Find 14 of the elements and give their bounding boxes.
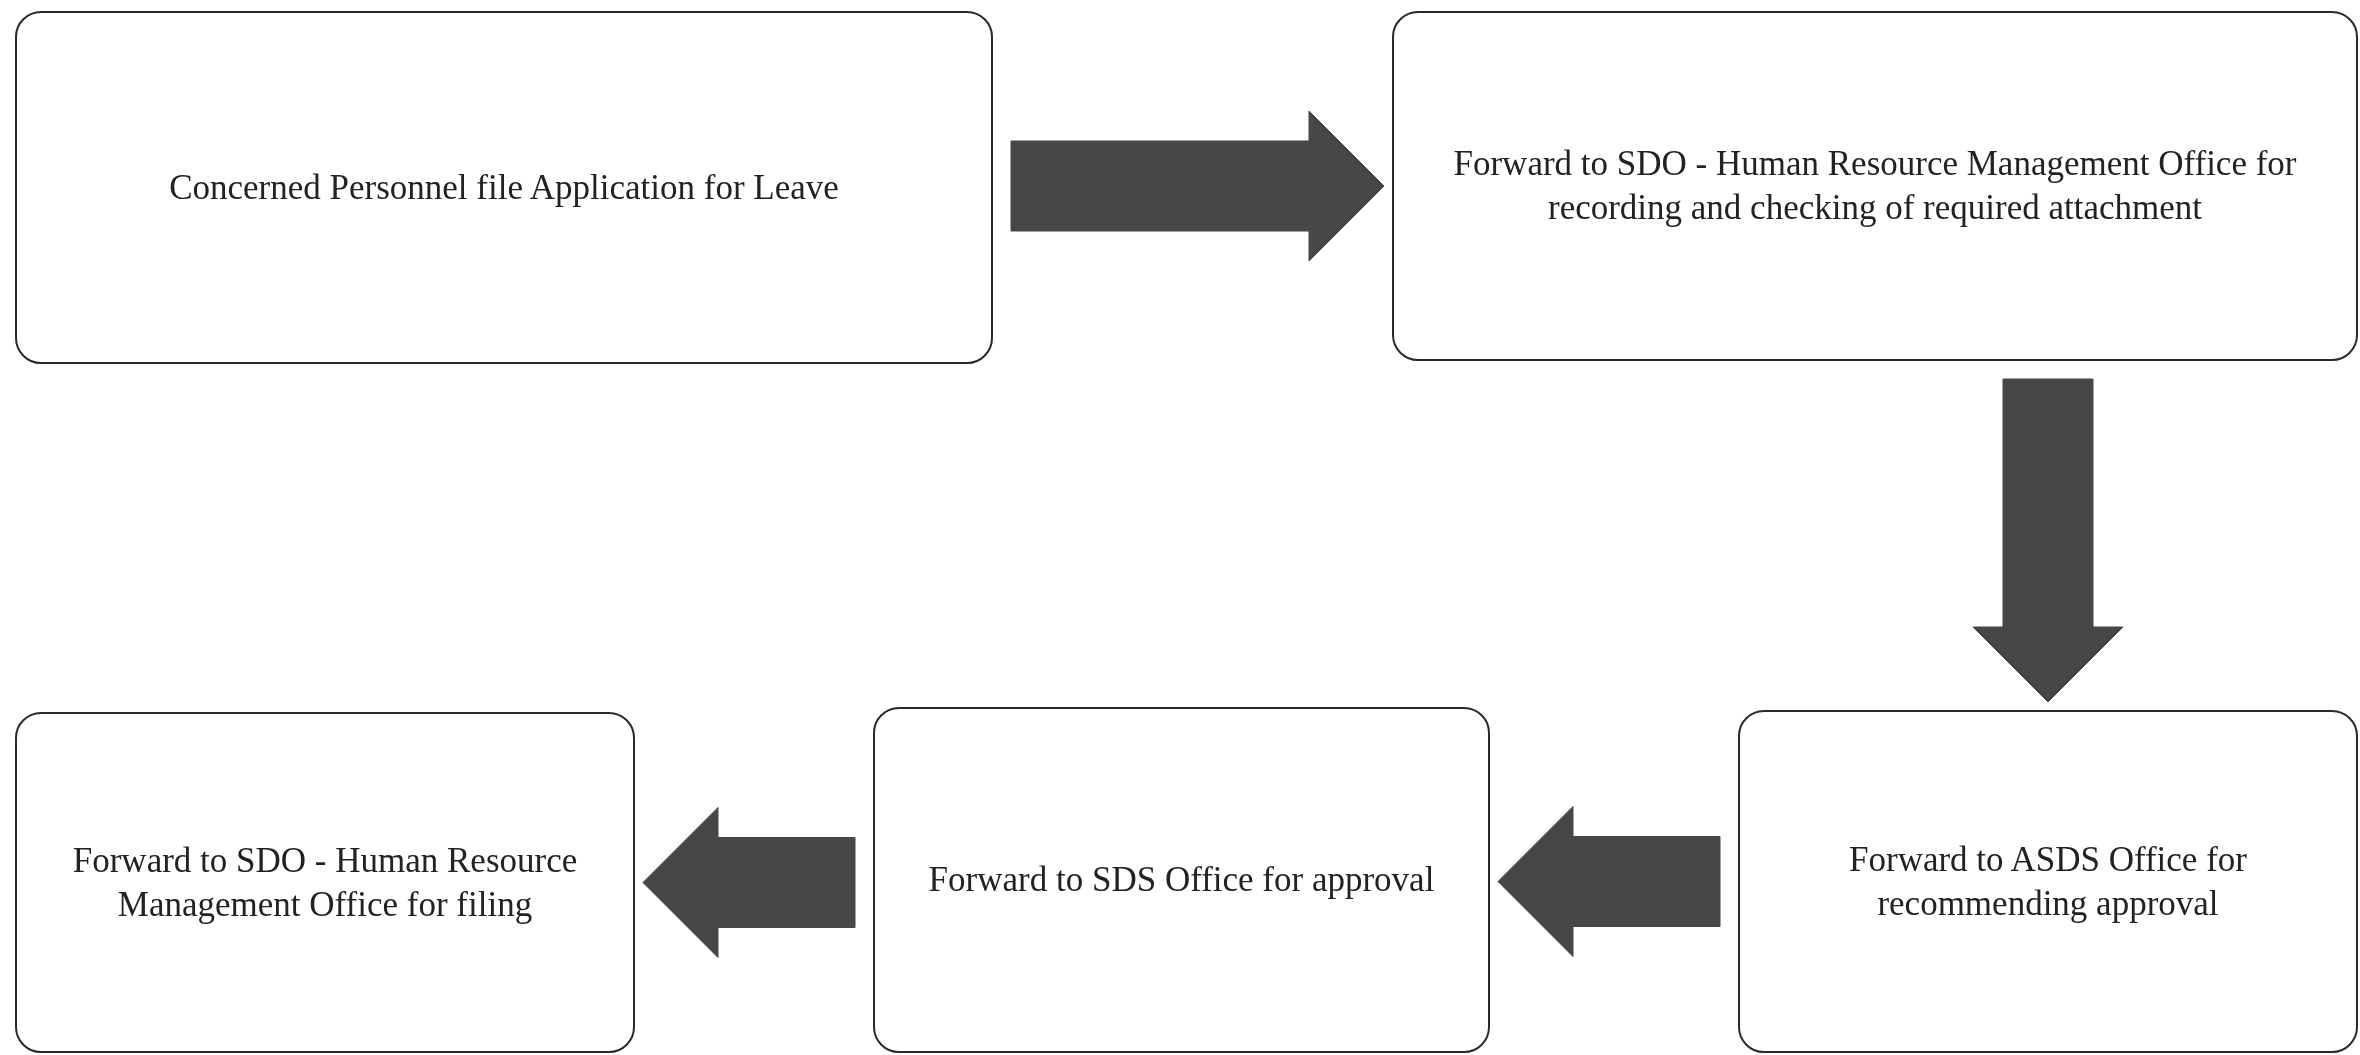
- step-text: Concerned Personnel file Application for Leave: [169, 166, 839, 209]
- process-box: [1738, 710, 2358, 1053]
- block-arrow: [1010, 110, 1385, 262]
- process-box: [15, 712, 635, 1053]
- block-arrow: [642, 807, 856, 958]
- process-box: [873, 707, 1490, 1053]
- step-text: Forward to SDO - Human Resource Management Office for filing: [71, 839, 579, 926]
- process-box: [1392, 11, 2358, 361]
- step-text: Forward to SDO - Human Resource Management Office for recording and checking of required attachment: [1452, 143, 2298, 229]
- block-arrow: [1497, 806, 1721, 957]
- step-text: Forward to SDS Office for approval: [928, 859, 1435, 902]
- step-text: Forward to ASDS Office for recommending approval: [1848, 838, 2248, 925]
- process-box: [15, 11, 993, 364]
- block-arrow: [1972, 378, 2124, 703]
